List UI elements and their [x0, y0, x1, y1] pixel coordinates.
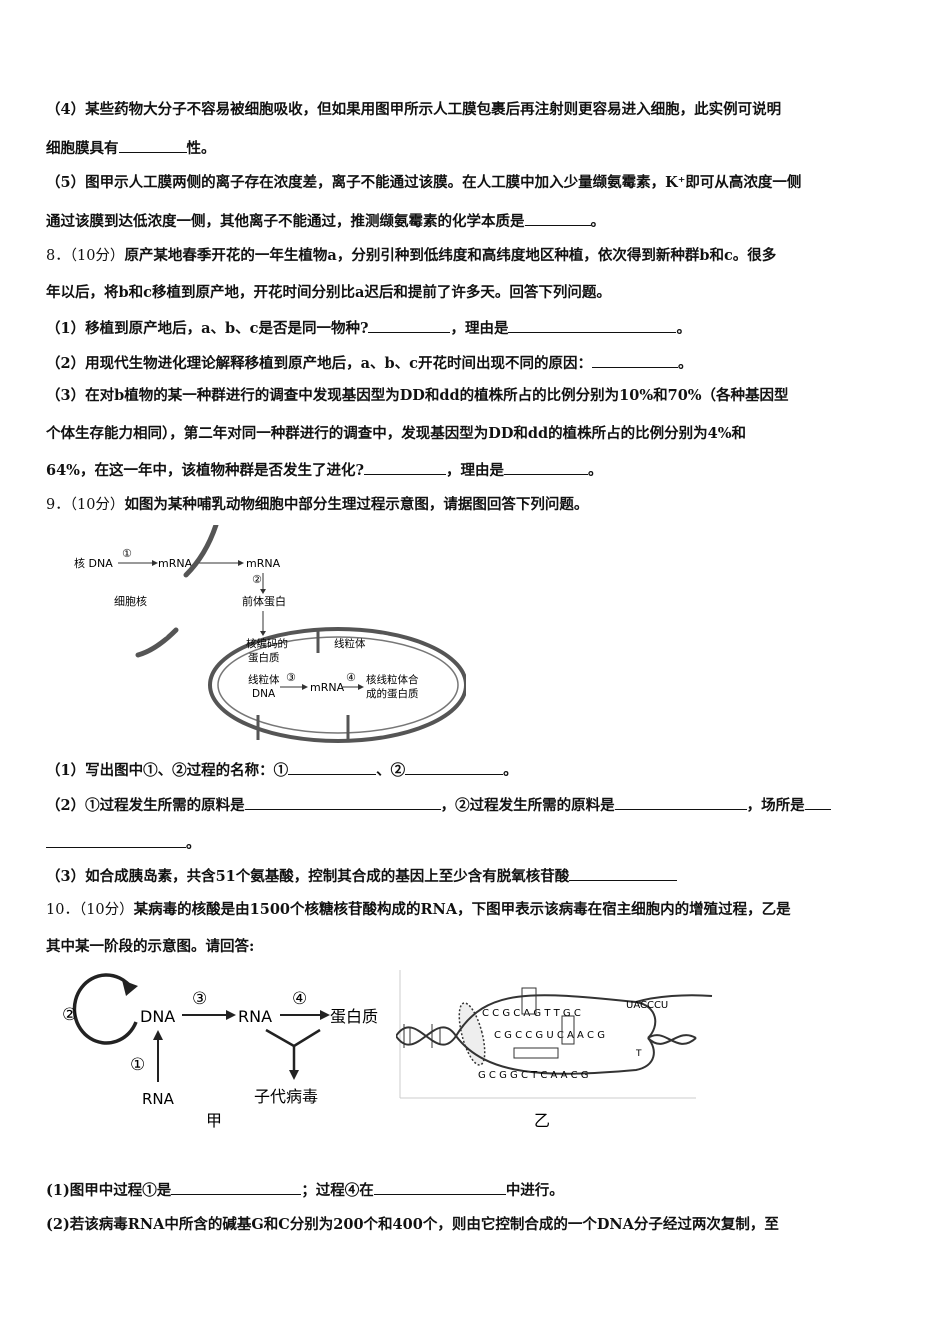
answer-blank[interactable]	[569, 866, 678, 881]
figure-label-yi: 乙	[534, 1111, 550, 1130]
label-step-2: ②	[62, 1005, 77, 1025]
label-step-4: ④	[292, 989, 307, 1009]
answer-blank[interactable]	[171, 1180, 302, 1195]
answer-blank[interactable]	[508, 318, 677, 333]
figure-transcription-bubble: C C G C A G T T G C C G C C G U C A A C …	[396, 970, 713, 1130]
svg-text:成的蛋白质: 成的蛋白质	[366, 687, 419, 700]
answer-blank[interactable]	[368, 318, 451, 333]
answer-blank[interactable]	[503, 460, 588, 475]
label-step-1: ①	[130, 1055, 145, 1075]
q8-3-line2: 个体生存能力相同），第二年对同一种群进行的调查中，发现基因型为DD和dd的植株所…	[46, 425, 747, 442]
answer-blank[interactable]	[405, 760, 504, 775]
label-mito-protein: 核线粒体合	[366, 673, 419, 686]
answer-blank[interactable]	[614, 795, 747, 810]
question-number: 9．（10分）	[46, 497, 125, 513]
label-step-1: ①	[122, 547, 132, 560]
q8-line2: 年以后，将b和c移植到原产地，开花时间分别比a迟后和提前了许多天。回答下列问题。	[46, 284, 611, 301]
figure-label-jia: 甲	[206, 1111, 222, 1130]
question-number: 8．（10分）	[46, 248, 125, 264]
label-nuclear-protein: 核编码的	[246, 637, 288, 650]
answer-blank[interactable]	[373, 1180, 506, 1195]
label-mrna-2: mRNA	[246, 557, 281, 570]
answer-blank[interactable]	[46, 833, 186, 848]
q10-1-line: (1)图甲中过程①是；过程④在中进行。	[46, 1180, 564, 1199]
q8-2-line: （2）用现代生物进化理论解释移植到原产地后，a、b、c开花时间出现不同的原因：。	[46, 353, 693, 372]
label-mito-dna: 线粒体	[248, 673, 280, 686]
label-step-4: ④	[346, 671, 356, 684]
label-dna: DNA	[140, 1007, 175, 1026]
question-number: 10．（10分）	[46, 902, 134, 918]
label-t-mark: T	[635, 1049, 642, 1059]
label-rna-template: RNA	[142, 1090, 175, 1108]
q10-line2: 其中某一阶段的示意图。请回答:	[46, 938, 255, 955]
q9-2-line1: （2）①过程发生所需的原料是，②过程发生所需的原料是，场所是	[46, 795, 906, 816]
label-mitochondrion: 线粒体	[334, 637, 366, 650]
q8-3-line1: （3）在对b植物的某一种群进行的调查中发现基因型为DD和dd的植株所占的比例分别…	[46, 387, 789, 404]
q10-line1: 10．（10分）某病毒的核酸是由1500个核糖核苷酸构成的RNA，下图甲表示该病…	[46, 901, 791, 918]
q8-1-line: （1）移植到原产地后，a、b、c是否是同一物种?，理由是。	[46, 318, 691, 337]
label-precursor-protein: 前体蛋白	[242, 594, 286, 608]
label-nucleus: 细胞核	[114, 594, 147, 608]
label-step-3: ③	[286, 671, 296, 684]
q10-2-line: (2)若该病毒RNA中所含的碱基G和C分别为200个和400个，则由它控制合成的…	[46, 1216, 779, 1233]
label-progeny-virus: 子代病毒	[254, 1087, 318, 1106]
answer-blank[interactable]	[363, 460, 446, 475]
answer-blank[interactable]	[804, 795, 831, 810]
label-step-3: ③	[192, 989, 207, 1009]
figure-virus-replication: ② DNA ③ RNA ④ 蛋白质 子代病毒 ① RNA 甲	[62, 973, 378, 1130]
q8-line1: 8．（10分）原产某地春季开花的一年生植物a，分别引种到低纬度和高纬度地区种植，…	[46, 247, 777, 264]
q9-2-line2: 。	[46, 833, 906, 854]
q7-4-line1: （4）某些药物大分子不容易被细胞吸收，但如果用图甲所示人工膜包裹后再注射则更容易…	[46, 101, 782, 118]
label-mrna-1: mRNA	[158, 557, 193, 570]
q7-5-line1: （5）图甲示人工膜两侧的离子存在浓度差，离子不能通过该膜。在人工膜中加入少量缬氨…	[46, 174, 802, 191]
svg-text:蛋白质: 蛋白质	[248, 651, 280, 664]
answer-blank[interactable]	[591, 353, 678, 368]
q8-3-line3: 64%，在这一年中，该植物种群是否发生了进化?，理由是。	[46, 460, 603, 479]
answer-blank[interactable]	[288, 760, 377, 775]
answer-blank[interactable]	[244, 795, 441, 810]
label-mrna-3: mRNA	[310, 681, 345, 694]
label-rna: RNA	[238, 1007, 272, 1026]
q7-4-line2: 细胞膜具有性。	[46, 138, 216, 157]
q9-1-line: （1）写出图中①、②过程的名称：①、②。	[46, 760, 518, 779]
q9-line: 9．（10分）如图为某种哺乳动物细胞中部分生理过程示意图，请据图回答下列问题。	[46, 496, 589, 513]
label-template-bottom: G C G G C T C A A C G	[478, 1070, 589, 1081]
q7-5-line2: 通过该膜到达低浓度一侧，其他离子不能通过，推测缬氨霉素的化学本质是。	[46, 211, 605, 230]
figure-mitochondria-process: 核 DNA ① mRNA mRNA ② 前体蛋白 细胞核 核编码的 蛋白质 线粒…	[74, 525, 466, 743]
label-mrna-sequence: C G C C G U C A A C G	[494, 1030, 605, 1041]
q9-3-line: （3）如合成胰岛素，共含51个氨基酸，控制其合成的基因上至少含有脱氧核苷酸	[46, 866, 906, 887]
label-rna-tail: UACCCU	[626, 1000, 668, 1011]
label-step-2: ②	[252, 573, 262, 586]
answer-blank[interactable]	[118, 138, 187, 153]
label-nuclear-dna: 核 DNA	[74, 556, 113, 570]
svg-text:DNA: DNA	[252, 688, 276, 700]
answer-blank[interactable]	[524, 211, 591, 226]
label-protein: 蛋白质	[330, 1007, 378, 1026]
